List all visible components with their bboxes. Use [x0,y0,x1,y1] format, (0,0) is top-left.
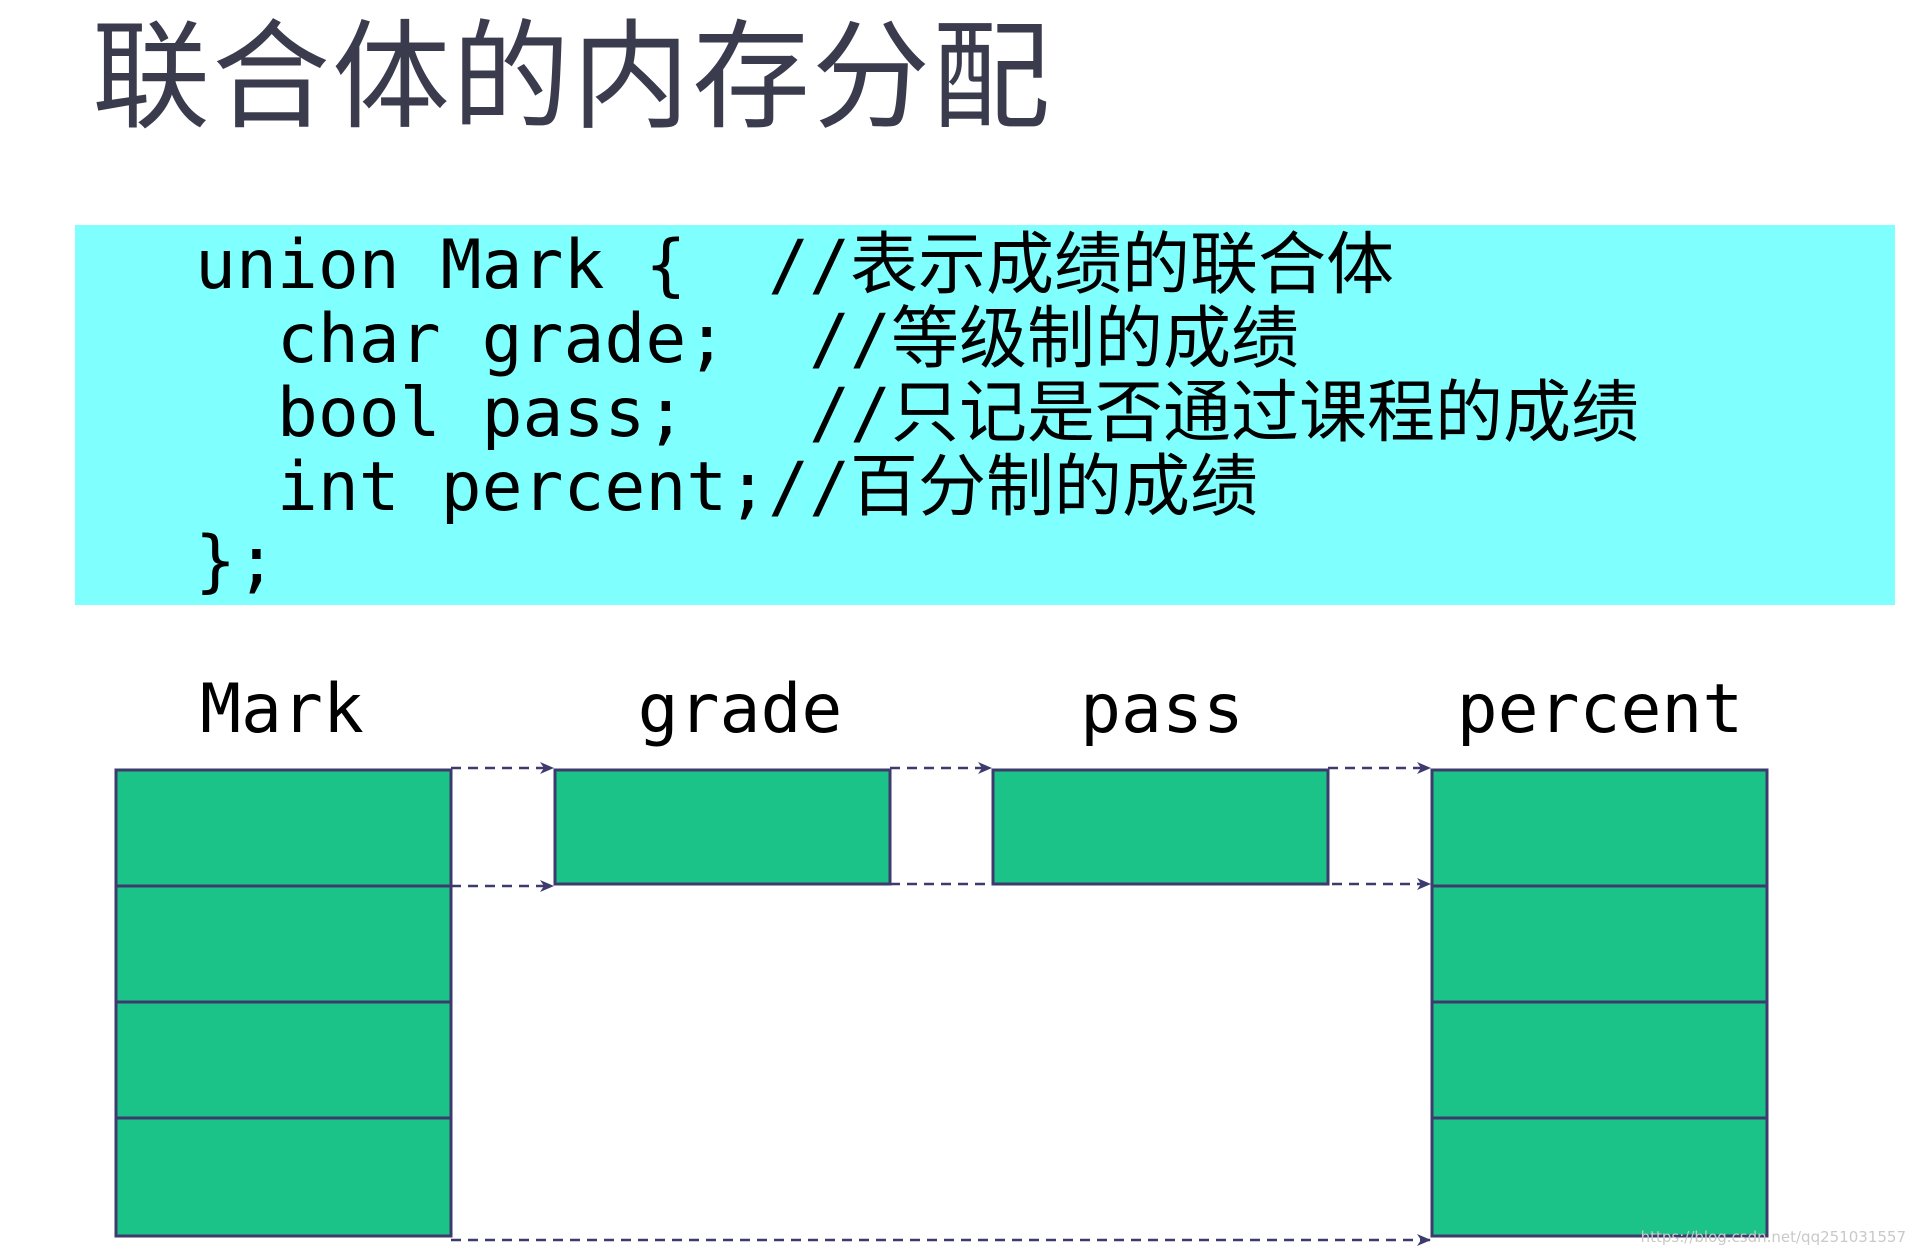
mark-byte-0 [114,768,453,888]
code-line-union-declaration: union Mark { //表示成绩的联合体 [195,226,1395,305]
percent-byte-3 [1430,1116,1769,1238]
code-line-bool-pass: bool pass; //只记是否通过课程的成绩 [195,374,1639,453]
pass-byte-0 [991,768,1330,886]
grade-byte-0 [553,768,892,886]
code-block: union Mark { //表示成绩的联合体 char grade; //等级… [75,225,1895,605]
source-watermark: https://blog.csdn.net/qq251031557 [1640,1228,1906,1246]
code-line-char-grade: char grade; //等级制的成绩 [195,300,1299,379]
column-label-mark: Mark [200,670,364,749]
mark-byte-3 [114,1116,453,1238]
column-label-percent: percent [1457,670,1744,749]
percent-byte-2 [1430,1000,1769,1120]
column-label-pass: pass [1080,670,1244,749]
column-label-grade: grade [638,670,843,749]
percent-byte-0 [1430,768,1769,888]
percent-byte-1 [1430,884,1769,1004]
mark-byte-1 [114,884,453,1004]
slide-title: 联合体的内存分配 [92,8,1053,146]
code-line-closing-brace: }; [195,522,277,601]
code-line-int-percent: int percent;//百分制的成绩 [195,448,1259,527]
mark-byte-2 [114,1000,453,1120]
